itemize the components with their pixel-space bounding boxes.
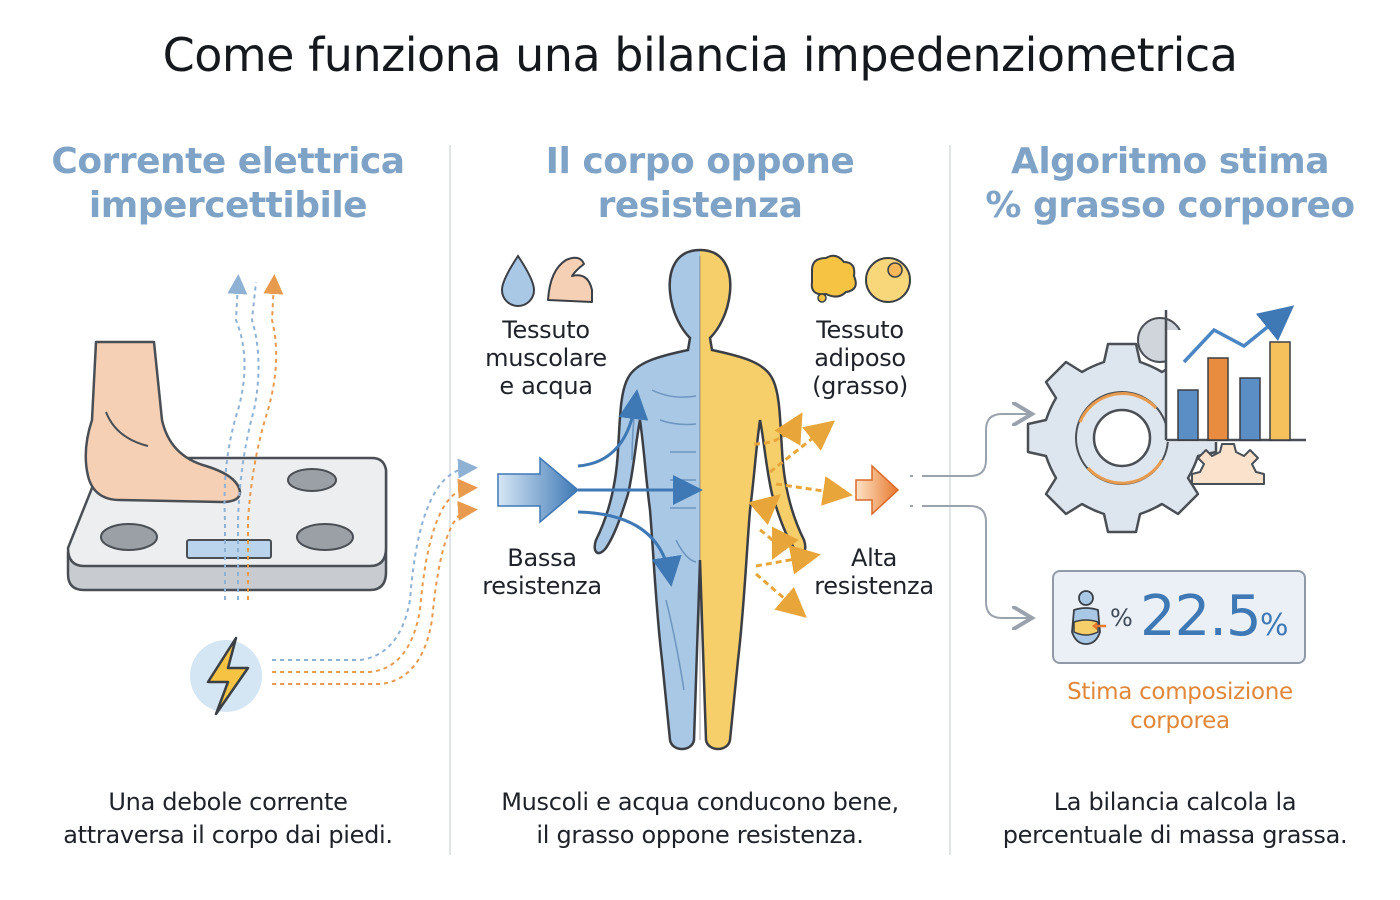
column-3-heading: Algoritmo stima% grasso corporeo <box>985 141 1355 226</box>
orange-output-arrow <box>855 464 900 516</box>
page-title: Come funziona una bilancia impedenziomet… <box>162 28 1238 82</box>
low-resistance-arrows <box>497 389 703 587</box>
body-fat-value: 22.5 <box>1140 584 1262 649</box>
bar-chart-icon <box>1164 305 1306 442</box>
connector-lines <box>910 414 1028 618</box>
high-resistance-arrows <box>748 412 853 618</box>
divider-left <box>449 145 451 855</box>
current-lines-to-body <box>272 458 478 685</box>
body-silhouette-icon <box>1071 590 1106 645</box>
water-drop-icon <box>500 254 536 307</box>
current-up-lines <box>223 274 284 600</box>
fat-blob-icon <box>810 254 857 303</box>
lightning-bolt-icon <box>190 636 262 716</box>
muscle-arm-icon <box>547 256 593 303</box>
column-2-footer: Muscoli e acqua conducono bene,il grasso… <box>501 788 899 849</box>
fat-cell-icon <box>865 257 911 303</box>
divider-right <box>949 145 951 855</box>
foot <box>84 340 242 504</box>
body-fat-readout: % 22.5 % <box>1052 570 1306 664</box>
body-fat-unit: % <box>1260 608 1289 643</box>
percent-symbol: % <box>1110 604 1133 632</box>
body-silhouette <box>593 248 807 751</box>
